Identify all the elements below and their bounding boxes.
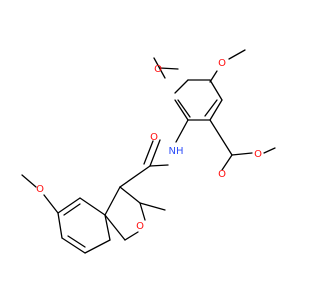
bond [57, 212, 63, 239]
bond [221, 154, 233, 171]
bond [119, 186, 141, 204]
bond [149, 164, 169, 167]
atom-label: O [154, 64, 162, 75]
bond [61, 237, 86, 254]
bond [67, 235, 86, 248]
bond [177, 99, 191, 118]
bond [104, 214, 111, 241]
bond [209, 70, 218, 83]
bond [231, 152, 253, 156]
bond [139, 202, 166, 211]
atom-label: O [36, 184, 44, 195]
atom-label: NH [169, 146, 184, 157]
atom-label: O [218, 58, 226, 69]
bond [57, 197, 81, 214]
bond [228, 49, 246, 60]
bond [124, 231, 139, 241]
bond [139, 202, 146, 221]
bond [159, 67, 179, 70]
bond [104, 214, 126, 241]
bond [104, 186, 121, 216]
bond [175, 119, 189, 143]
bond [84, 239, 111, 254]
atom-label: O [150, 132, 158, 143]
bond [174, 79, 189, 94]
bond [209, 99, 223, 121]
bond [209, 119, 233, 156]
bond [149, 139, 161, 167]
bond [79, 197, 106, 216]
bond [174, 99, 189, 121]
atom-label: O [254, 149, 262, 160]
bond [143, 140, 154, 165]
atom-label: O [218, 169, 226, 180]
bond [209, 79, 223, 101]
molecule-structure: O O O O NH O O O [21, 49, 276, 254]
bond [63, 203, 81, 216]
bond [21, 174, 37, 188]
atom-label: O [136, 221, 144, 232]
bond [119, 165, 151, 188]
atom-labels: O O O O NH O O O [36, 58, 262, 232]
bond [263, 147, 276, 154]
bond [43, 194, 59, 214]
bond-lines [21, 49, 276, 254]
bond [204, 99, 218, 117]
